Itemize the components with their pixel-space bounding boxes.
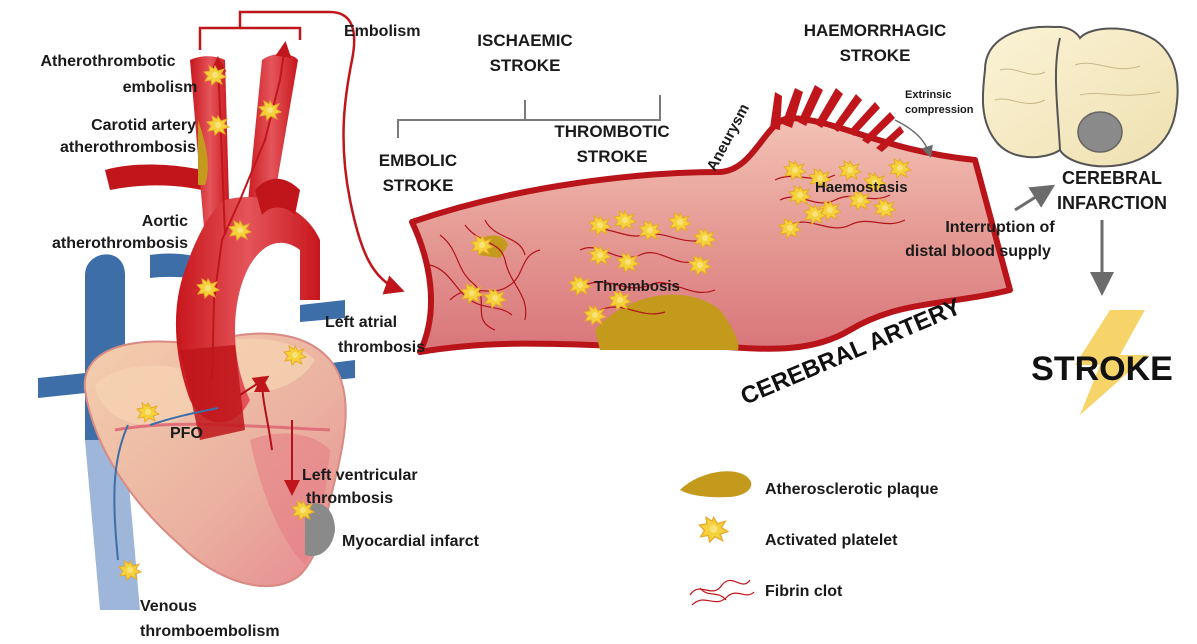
label-venous-1: Venous [140,598,197,615]
label-aortic-1: Aortic [142,213,188,230]
legend-fibrin-icon [690,580,754,605]
label-extrinsic-2: compression [905,104,974,116]
label-cerebral-infarction-1: CEREBRAL [1062,168,1162,188]
label-carotid-1: Carotid artery [91,117,196,134]
label-ischaemic-2: STROKE [490,56,561,75]
label-aortic-2: atherothrombosis [52,235,188,252]
label-left-atrial-1: Left atrial [325,314,397,331]
label-haemorrhagic-2: STROKE [840,46,911,65]
label-myocardial: Myocardial infarct [342,533,480,550]
legend-plaque-icon [680,471,751,497]
legend-fibrin-label: Fibrin clot [765,583,843,600]
label-haemostasis: Haemostasis [815,179,908,196]
legend-platelet-icon [699,517,728,542]
legend-platelet-label: Activated platelet [765,532,898,549]
label-interruption-2: distal blood supply [905,243,1051,260]
label-extrinsic-1: Extrinsic [905,89,951,101]
label-left-ventricular-1: Left ventricular [302,467,418,484]
embolism-bracket-branch [240,28,300,40]
label-haemorrhagic-1: HAEMORRHAGIC [804,21,947,40]
brain-shape [983,27,1178,167]
legend-plaque-label: Atherosclerotic plaque [765,481,938,498]
label-embolism: Embolism [344,23,420,40]
legend [680,471,754,605]
label-thrombosis: Thrombosis [594,278,680,295]
heart-illustration [38,12,400,610]
label-venous-2: thromboembolism [140,623,280,640]
label-embolic-1: EMBOLIC [379,151,457,170]
label-carotid-2: atherothrombosis [60,139,196,156]
label-left-atrial-2: thrombosis [338,339,425,356]
label-ischaemic-1: ISCHAEMIC [477,31,572,50]
label-interruption-1: Interruption of [945,219,1055,236]
label-left-ventricular-2: thrombosis [306,490,393,507]
label-pfo: PFO [170,425,203,442]
label-cerebral-infarction-2: INFARCTION [1057,193,1167,213]
infarction-arrow [1015,188,1050,210]
label-thrombotic-1: THROMBOTIC [554,122,669,141]
label-atherothrombotic-embolism-1: Atherothrombotic [40,53,175,70]
brain-illustration [983,27,1178,167]
infarct-lesion [1078,112,1122,152]
label-atherothrombotic-embolism-2: embolism [123,79,198,96]
label-thrombotic-2: STROKE [577,147,648,166]
label-embolic-2: STROKE [383,176,454,195]
label-stroke: STROKE [1031,350,1173,388]
